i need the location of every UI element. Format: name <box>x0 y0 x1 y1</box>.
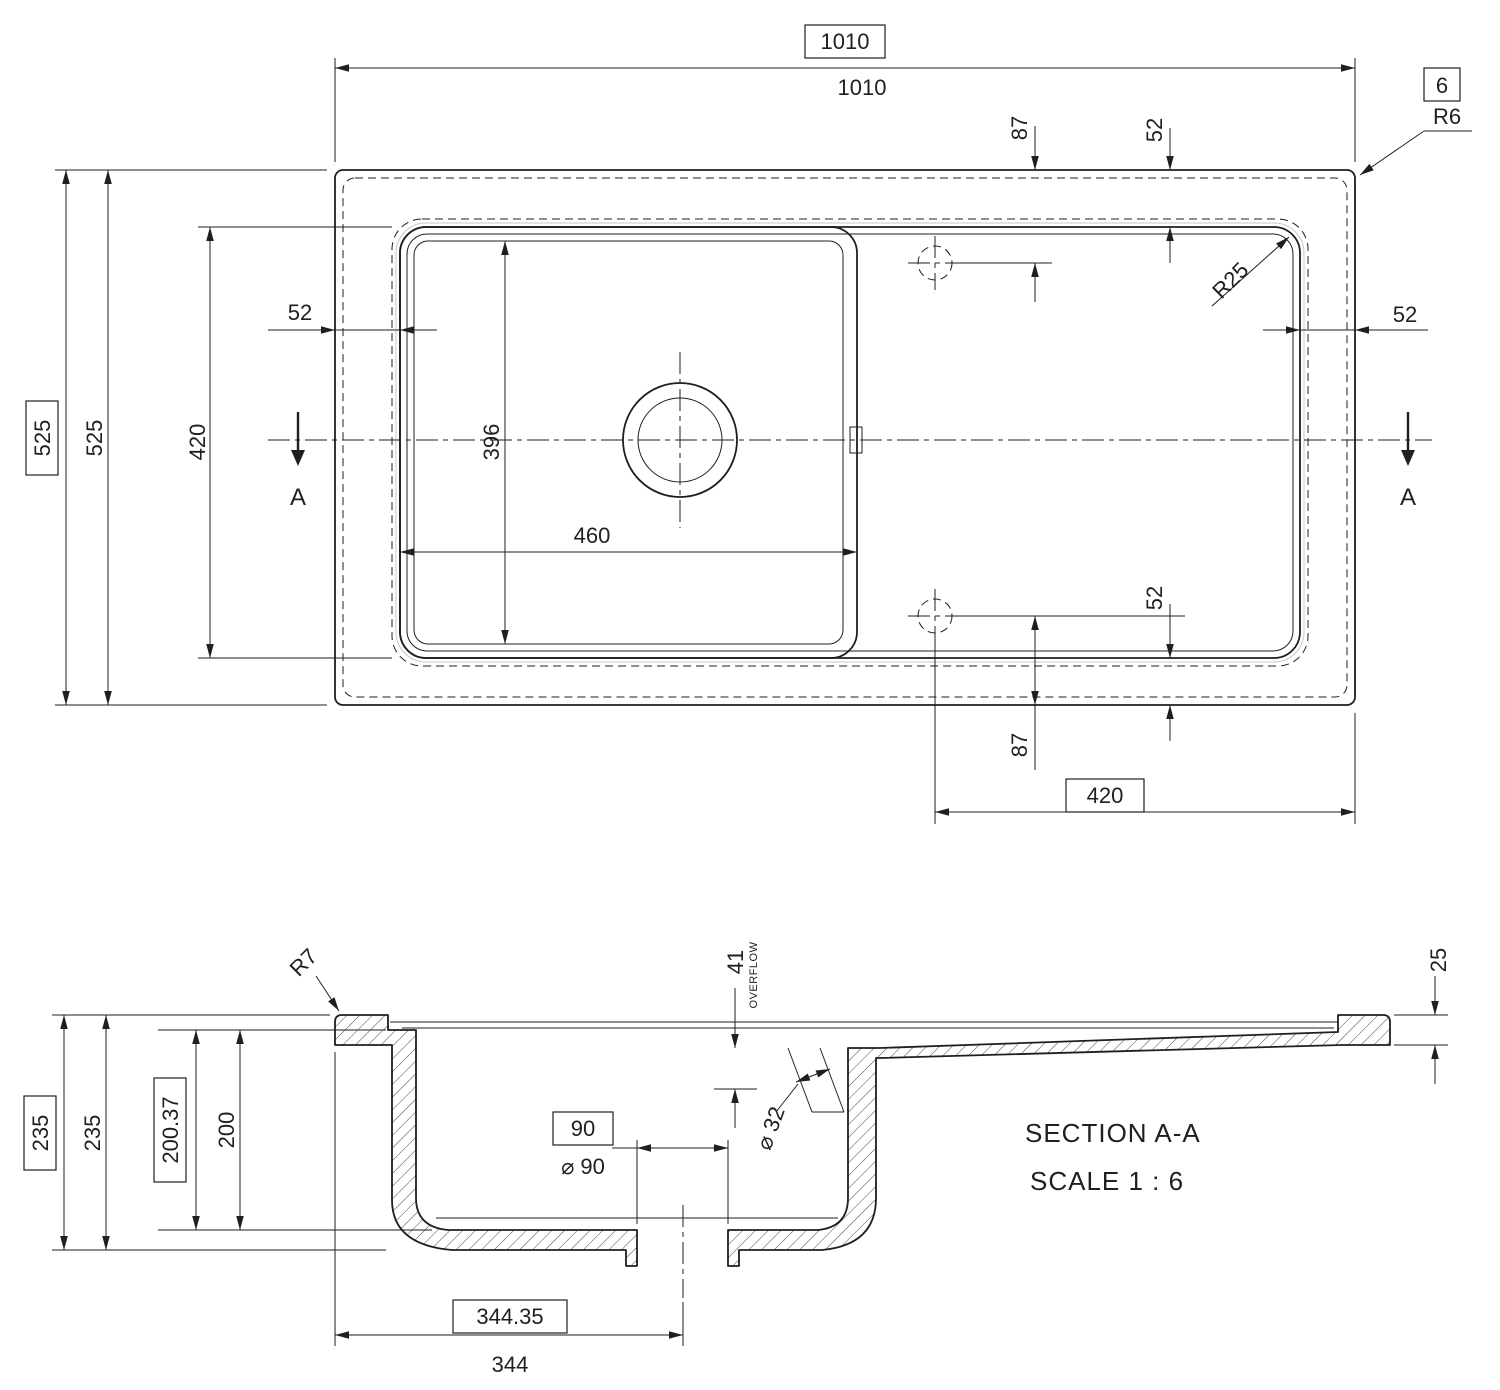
corner-radius-text: R6 <box>1433 104 1461 129</box>
ref-dim-box <box>23 1095 57 1171</box>
tap-hole-top <box>917 245 953 281</box>
dim-hole-top-text: 87 <box>1007 116 1032 140</box>
dim-left-offset: 52 <box>268 300 437 334</box>
section-view: R7 41 OVERFLOW 25 235 <box>23 941 1451 1377</box>
dim-depth-text: 525 <box>82 420 107 457</box>
callout-corner-radius: 6 R6 <box>1359 67 1472 176</box>
dim-right-offset-text: 52 <box>1393 302 1417 327</box>
ref-dim-box <box>1423 67 1461 102</box>
sink-outer-edge <box>334 169 1356 706</box>
dim-drain-ref-text: 90 <box>571 1116 595 1141</box>
dim-bowl-outer-text: 420 <box>185 424 210 461</box>
dim-rim-top-offset: 52 <box>1142 118 1174 263</box>
dim-rim-bottom-text: 52 <box>1142 586 1167 610</box>
dim-bowl-depth-ref-text: 200.37 <box>158 1096 183 1163</box>
callout-inner-radius: R25 <box>1207 236 1290 307</box>
callout-rim-radius: R7 <box>285 944 340 1012</box>
dim-drain-pos-ref-text: 344.35 <box>476 1304 543 1329</box>
tap-hole-bottom <box>917 598 953 634</box>
section-title-block: SECTION A-A SCALE 1 : 6 <box>1025 1118 1201 1196</box>
overflow-label: OVERFLOW <box>748 941 760 1008</box>
inner-hidden-edge <box>391 218 1309 667</box>
dim-hole-top-offset: 87 <box>962 116 1052 302</box>
dim-drain-pos-text: 344 <box>492 1352 529 1377</box>
ref-dim-box <box>25 400 59 476</box>
dim-drain-diameter: 90 ⌀ 90 <box>552 1111 729 1224</box>
dim-left-offset-text: 52 <box>288 300 312 325</box>
dim-rim-thickness-text: 25 <box>1426 948 1451 972</box>
dim-right-offset: 52 <box>1263 302 1428 334</box>
dim-bowl-inner-text: 396 <box>479 424 504 461</box>
dim-overflow-offset: 41 OVERFLOW <box>714 941 760 1128</box>
ref-dim-box <box>452 1299 568 1334</box>
dim-height-ref-text: 235 <box>28 1115 53 1152</box>
section-cut-material <box>334 1014 1391 1267</box>
dim-hole-span-text: 420 <box>1087 783 1124 808</box>
section-scale: SCALE 1 : 6 <box>1030 1166 1184 1196</box>
overflow-channel-edge-2 <box>819 1047 845 1113</box>
section-cut-marker-left: A <box>290 412 306 511</box>
top-view: A A 1010 1010 6 R6 <box>25 24 1472 824</box>
section-arrow-head <box>291 450 305 466</box>
dim-width-ref-text: 1010 <box>821 29 870 54</box>
dim-rim-bottom-offset: 52 <box>1142 586 1174 741</box>
dim-bowl-depth-text: 200 <box>214 1112 239 1149</box>
section-title: SECTION A-A <box>1025 1118 1201 1148</box>
dim-hole-bottom-text: 87 <box>1007 733 1032 757</box>
dim-bowl-depth: 200.37 200 <box>153 1029 432 1231</box>
cut-left-wall-and-bottom <box>334 1014 638 1267</box>
dim-width-text: 1010 <box>838 75 887 100</box>
dim-hole-bottom-offset: 87 <box>962 615 1185 770</box>
fillet-ghost-line <box>395 222 1305 663</box>
dim-height-text: 235 <box>80 1115 105 1152</box>
bowl-outer-edge <box>399 226 858 659</box>
dim-drain-dia-text: ⌀ 90 <box>561 1154 605 1179</box>
tap-holes <box>917 245 953 634</box>
dim-overall-height: 235 235 <box>23 1014 386 1251</box>
dim-rim-top-text: 52 <box>1142 118 1167 142</box>
dim-depth-ref-text: 525 <box>30 420 55 457</box>
sink-outline <box>334 169 1356 706</box>
ref-dim-box <box>1065 778 1145 813</box>
dim-bowl-length-text: 460 <box>574 523 611 548</box>
rim-radius-text: R7 <box>285 944 323 982</box>
section-cut-marker-right: A <box>1400 412 1416 511</box>
dim-hole-span: 420 <box>934 635 1356 824</box>
dim-bowl-length: 460 <box>400 523 857 556</box>
dim-rim-thickness: 25 <box>1394 948 1451 1084</box>
ref-dim-box <box>153 1077 187 1183</box>
centerlines <box>268 236 1432 643</box>
dim-overflow-diameter: ⌀ 32 <box>751 1068 831 1153</box>
sink-hidden-edge <box>342 177 1348 698</box>
dim-overflow-offset-text: 41 <box>723 950 748 974</box>
inner-radius-text: R25 <box>1207 257 1253 303</box>
dim-drain-position: 344.35 344 <box>334 1052 684 1377</box>
cut-right-wall-and-drainer <box>727 1014 1391 1267</box>
corner-radius-ref-text: 6 <box>1436 73 1448 98</box>
dim-overflow-dia-text: ⌀ 32 <box>751 1103 789 1153</box>
dim-bowl-inner-depth: 396 <box>479 241 509 644</box>
dim-bowl-outer: 420 <box>185 226 392 659</box>
ref-dim-box <box>552 1111 614 1146</box>
section-arrow-head <box>1401 450 1415 466</box>
dim-overall-width: 1010 1010 <box>334 24 1356 162</box>
dim-overall-depth: 525 525 <box>25 169 327 706</box>
section-label-left: A <box>290 484 306 511</box>
section-label-right: A <box>1400 484 1416 511</box>
ref-dim-box <box>804 24 886 59</box>
bowl-inner-edge <box>413 240 844 645</box>
